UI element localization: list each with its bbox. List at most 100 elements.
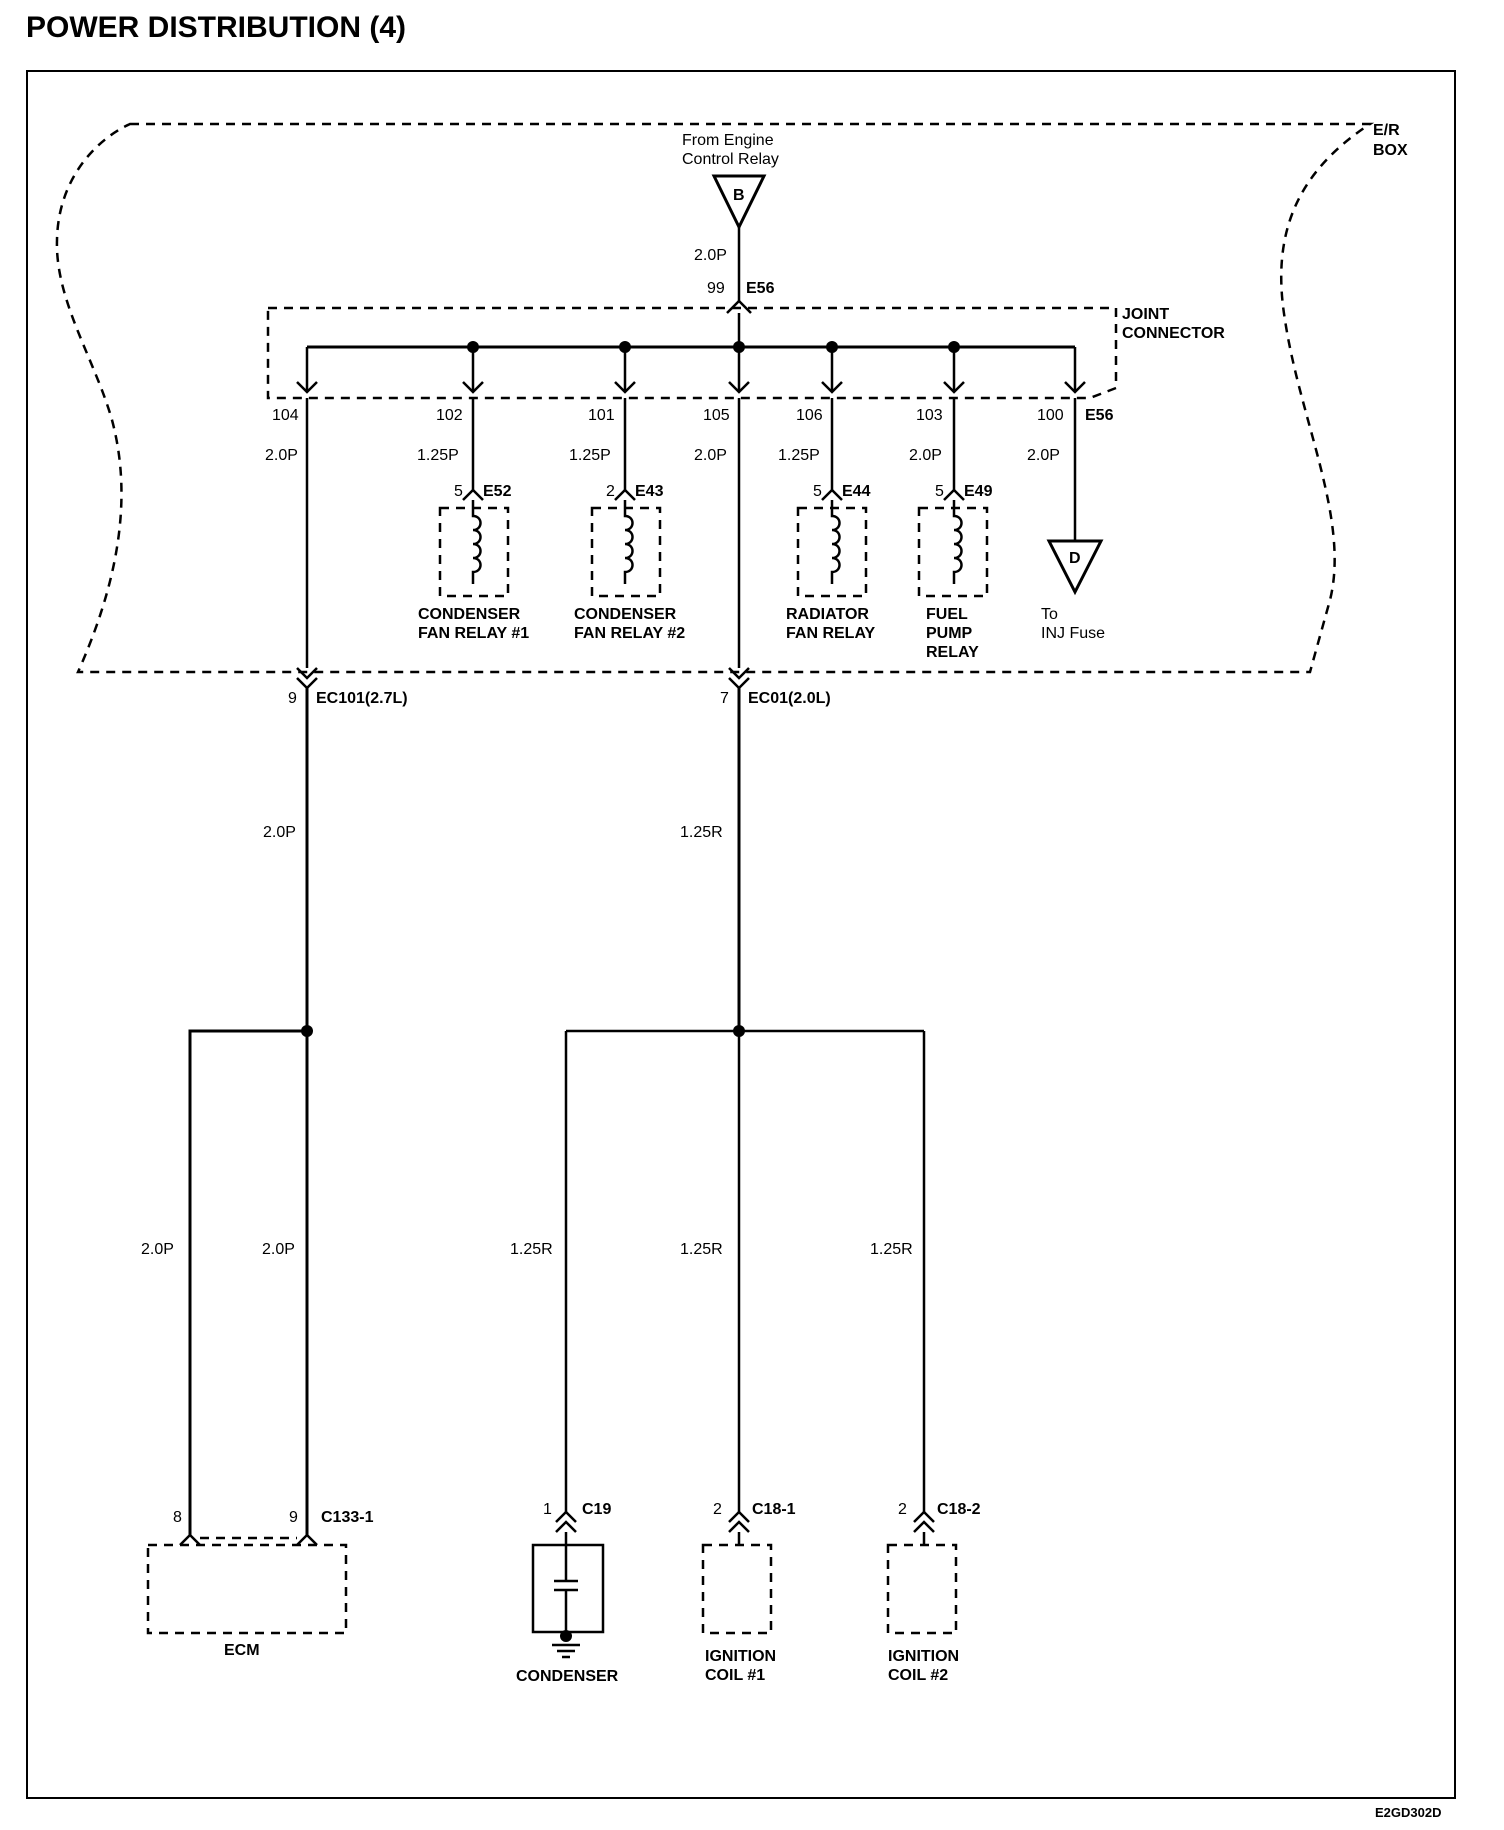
coil2-pin: 2 bbox=[898, 1501, 907, 1518]
coil1-label-line2: COIL #1 bbox=[705, 1667, 765, 1684]
ec01-wire-label: 1.25R bbox=[680, 824, 723, 841]
source-label-line2: Control Relay bbox=[682, 151, 779, 168]
coil2-box bbox=[886, 1543, 958, 1635]
splice-dot-105 bbox=[733, 341, 745, 353]
source-label-line1: From Engine bbox=[682, 132, 774, 149]
page-title: POWER DISTRIBUTION (4) bbox=[26, 11, 406, 44]
relay-e43-name-line2: FAN RELAY #2 bbox=[574, 625, 685, 642]
relay-e43-pin: 2 bbox=[606, 483, 615, 500]
splice-dot-106 bbox=[826, 341, 838, 353]
er-box-label-line1: E/R bbox=[1373, 122, 1400, 139]
branch-106-drop bbox=[821, 347, 843, 394]
condenser-connector-symbol bbox=[555, 1510, 577, 1533]
condenser-capacitor-icon bbox=[554, 1532, 578, 1636]
figure-code: E2GD302D bbox=[1375, 1805, 1441, 1820]
ecm-wire-a-label: 2.0P bbox=[141, 1241, 174, 1258]
ecm-connector: C133-1 bbox=[321, 1509, 374, 1526]
coil2-label-line2: COIL #2 bbox=[888, 1667, 948, 1684]
diagram-frame bbox=[26, 70, 1456, 1799]
branch-102-drop bbox=[462, 347, 484, 394]
splice-dot-101 bbox=[619, 341, 631, 353]
ec101-pin: 9 bbox=[288, 690, 297, 707]
inj-fuse-symbol-letter: D bbox=[1069, 550, 1081, 567]
relay-e44-connector-symbol bbox=[821, 488, 843, 501]
coil1-label-line1: IGNITION bbox=[705, 1648, 776, 1665]
joint-connector-label-line1: JOINT bbox=[1122, 306, 1169, 323]
condenser-ground-dot bbox=[560, 1630, 572, 1642]
relay-e44-name-line1: RADIATOR bbox=[786, 606, 869, 623]
branch-100-drop bbox=[1064, 347, 1086, 394]
joint-connector-label-line2: CONNECTOR bbox=[1122, 325, 1225, 342]
relay-e49-name-line1: FUEL bbox=[926, 606, 968, 623]
ecm-box bbox=[146, 1543, 348, 1635]
source-symbol-letter: B bbox=[733, 187, 745, 204]
ec101-wire-label: 2.0P bbox=[263, 824, 296, 841]
ecm-label: ECM bbox=[224, 1642, 260, 1659]
joint-connector-box bbox=[266, 306, 1118, 400]
branch-101-pin: 101 bbox=[588, 407, 615, 424]
relay-e52-connector-symbol bbox=[462, 488, 484, 501]
branch-104-drop bbox=[296, 347, 318, 394]
branch-101-drop bbox=[614, 347, 636, 394]
coil1-box bbox=[701, 1543, 773, 1635]
coil2-wire-label: 1.25R bbox=[870, 1241, 913, 1258]
branch-105-drop bbox=[728, 347, 750, 394]
source-connector-label: E56 bbox=[746, 280, 775, 297]
ec01-pin: 7 bbox=[720, 690, 729, 707]
coil1-pin: 2 bbox=[713, 1501, 722, 1518]
inj-fuse-triangle-symbol bbox=[1046, 539, 1104, 596]
ecm-pin-b: 9 bbox=[289, 1509, 298, 1526]
ground-icon bbox=[552, 1643, 580, 1659]
condenser-pin: 1 bbox=[543, 1501, 552, 1518]
relay-e44-pin: 5 bbox=[813, 483, 822, 500]
relay-e49-coil-icon bbox=[952, 500, 963, 584]
coil1-wire-label: 1.25R bbox=[680, 1241, 723, 1258]
source-wire-label: 2.0P bbox=[694, 247, 727, 264]
condenser-box bbox=[531, 1543, 605, 1634]
relay-e49-pin: 5 bbox=[935, 483, 944, 500]
branch-103-wire: 2.0P bbox=[909, 447, 942, 464]
branch-102-pin: 102 bbox=[436, 407, 463, 424]
ec01-connector: EC01(2.0L) bbox=[748, 690, 831, 707]
er-box-outline bbox=[55, 122, 1375, 674]
branch-104-wire: 2.0P bbox=[265, 447, 298, 464]
relay-e43-name-line1: CONDENSER bbox=[574, 606, 677, 623]
er-box-label-line2: BOX bbox=[1373, 142, 1408, 159]
relay-e49-connector: E49 bbox=[964, 483, 993, 500]
branch-101-wire: 1.25P bbox=[569, 447, 611, 464]
ecm-wire-b-label: 2.0P bbox=[262, 1241, 295, 1258]
source-pin-label: 99 bbox=[707, 280, 725, 297]
branch-104-pin: 104 bbox=[272, 407, 299, 424]
coil2-connector-symbol bbox=[913, 1510, 935, 1545]
splice-dot-103 bbox=[948, 341, 960, 353]
branch-100-wire: 2.0P bbox=[1027, 447, 1060, 464]
relay-e43-connector-symbol bbox=[614, 488, 636, 501]
coil2-connector: C18-2 bbox=[937, 1501, 981, 1518]
splice-dot-102 bbox=[467, 341, 479, 353]
coil1-connector-symbol bbox=[728, 1510, 750, 1545]
coil1-connector: C18-1 bbox=[752, 1501, 796, 1518]
ignition-branch-wires bbox=[564, 1029, 926, 1512]
condenser-connector: C19 bbox=[582, 1501, 611, 1518]
relay-e52-name-line1: CONDENSER bbox=[418, 606, 521, 623]
inj-fuse-label-line1: To bbox=[1041, 606, 1058, 623]
branch-103-drop bbox=[943, 347, 965, 394]
relay-e52-coil-icon bbox=[471, 500, 482, 584]
source-triangle-symbol bbox=[711, 174, 767, 231]
ec101-connector: EC101(2.7L) bbox=[316, 690, 408, 707]
branch-106-wire: 1.25P bbox=[778, 447, 820, 464]
relay-e43-connector: E43 bbox=[635, 483, 664, 500]
branch-100-connector: E56 bbox=[1085, 407, 1114, 424]
source-connector-symbol bbox=[726, 299, 752, 314]
condenser-wire-label: 1.25R bbox=[510, 1241, 553, 1258]
condenser-label: CONDENSER bbox=[516, 1668, 619, 1685]
inj-fuse-label-line2: INJ Fuse bbox=[1041, 625, 1105, 642]
branch-105-pin: 105 bbox=[703, 407, 730, 424]
ecm-branch-wires bbox=[188, 1029, 309, 1535]
relay-e44-connector: E44 bbox=[842, 483, 871, 500]
branch-105-wire: 2.0P bbox=[694, 447, 727, 464]
relay-e52-name-line2: FAN RELAY #1 bbox=[418, 625, 529, 642]
relay-e52-pin: 5 bbox=[454, 483, 463, 500]
branch-102-wire: 1.25P bbox=[417, 447, 459, 464]
relay-e49-name-line2: PUMP bbox=[926, 625, 973, 642]
